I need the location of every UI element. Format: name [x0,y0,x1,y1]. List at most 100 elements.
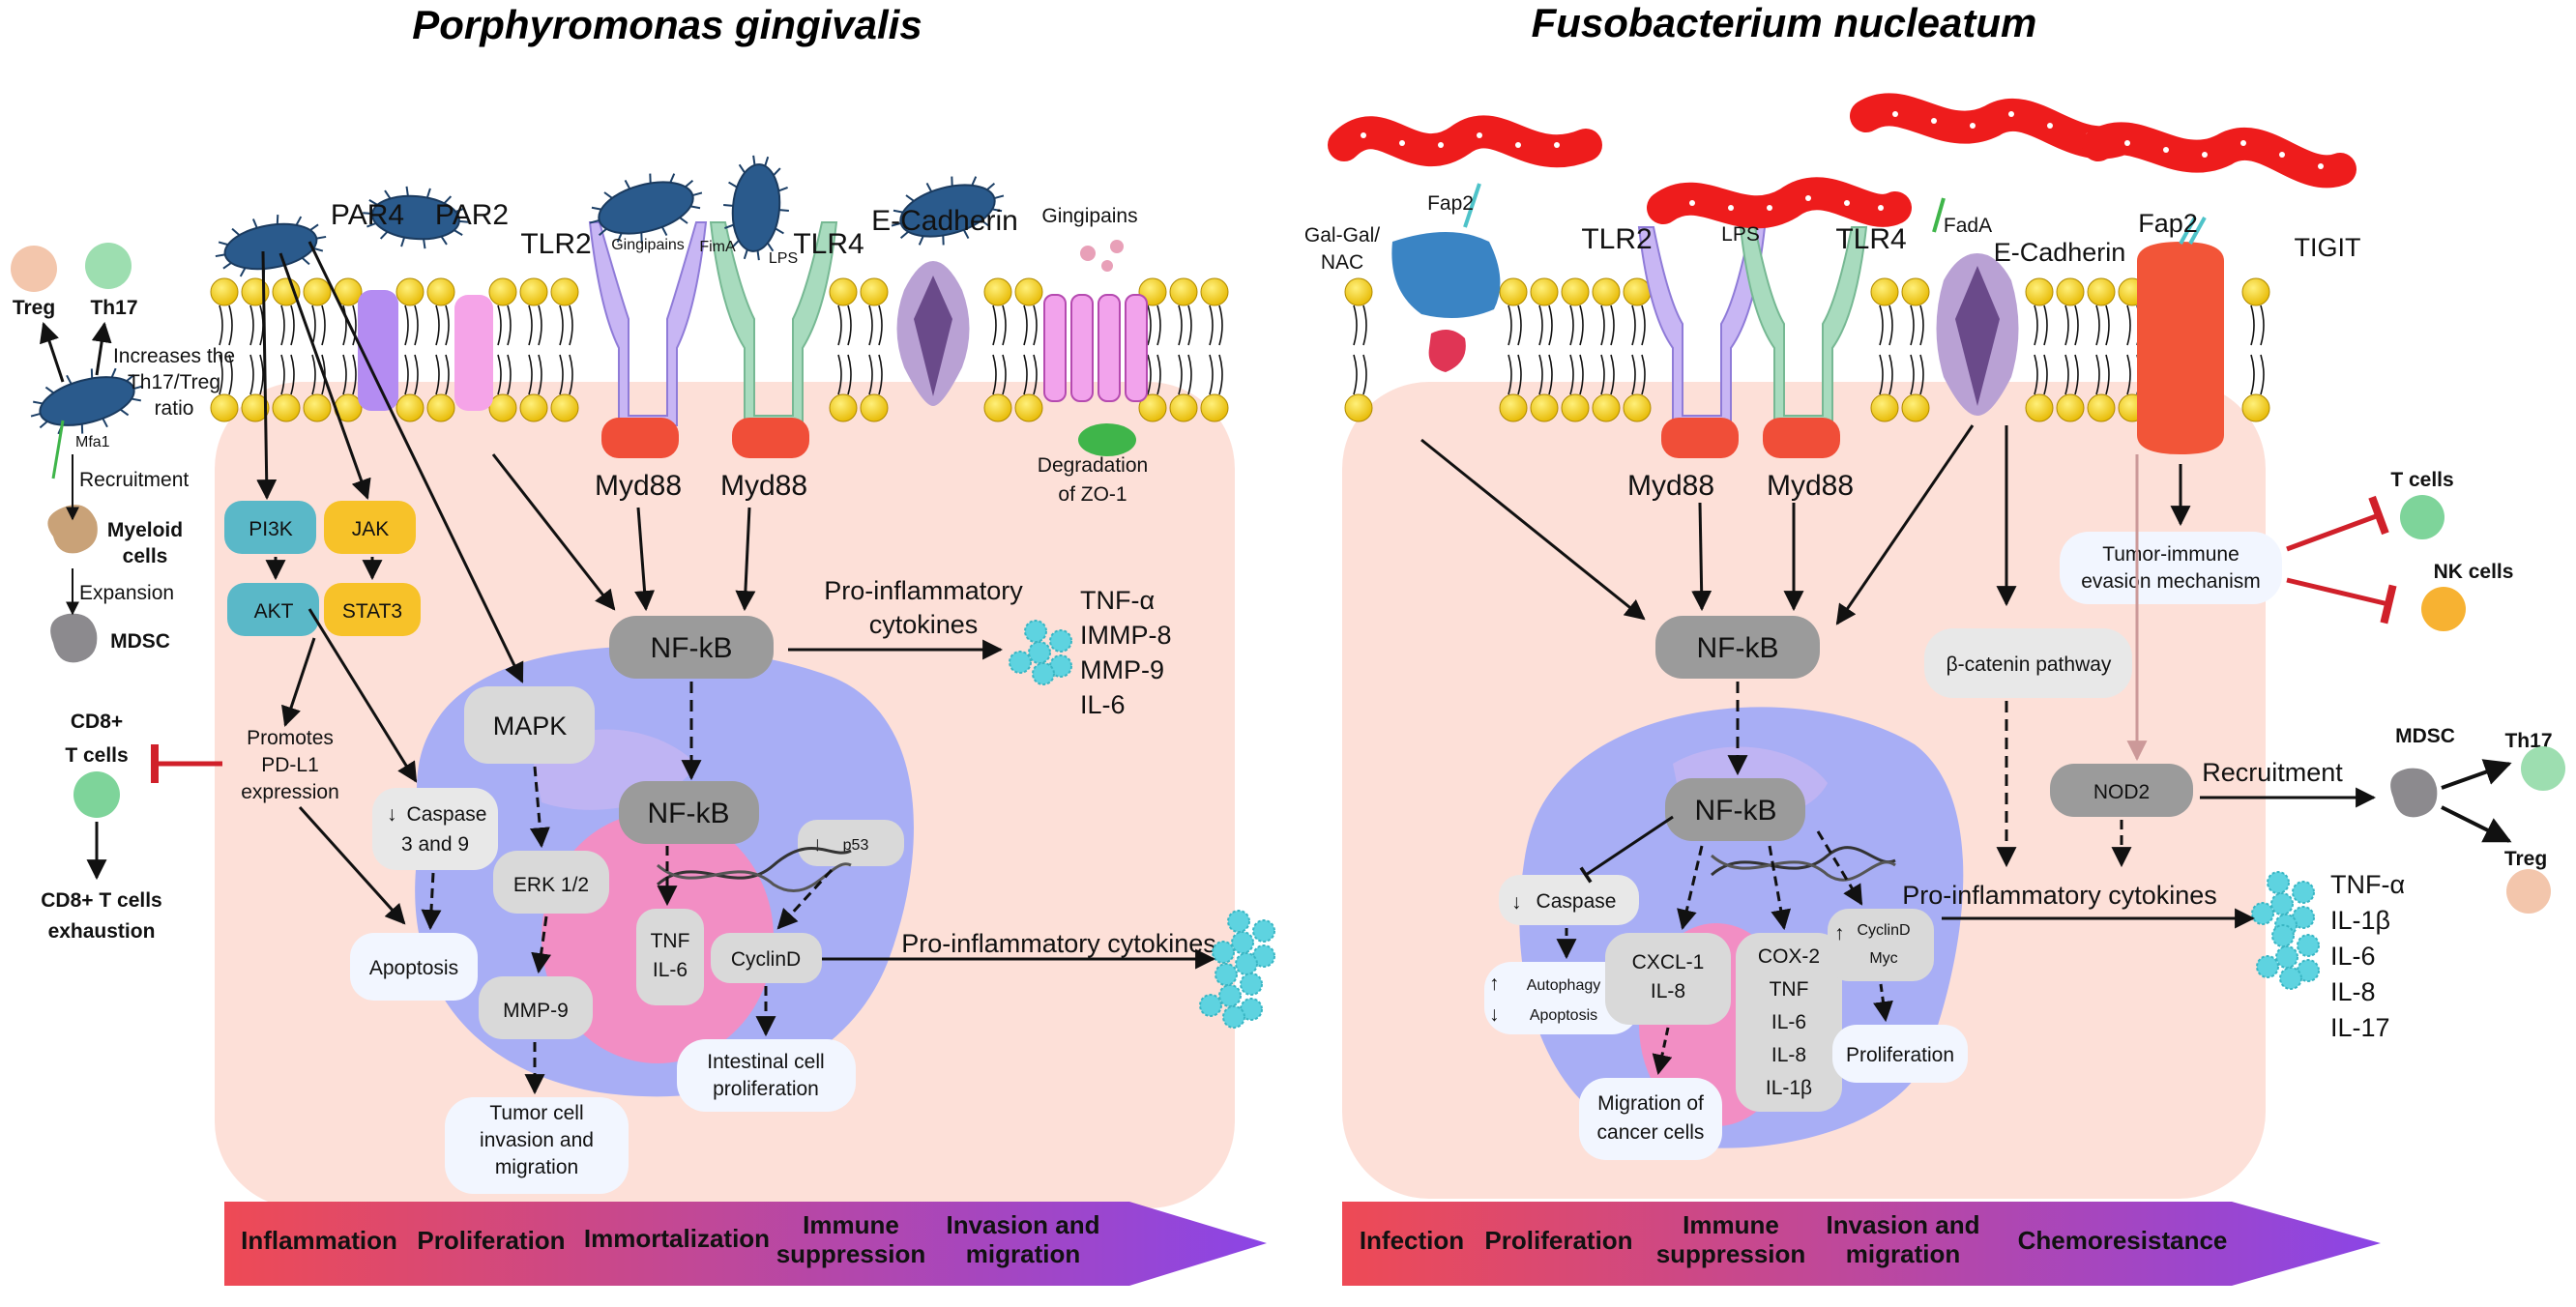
lipid-tail [1579,305,1584,346]
lipid-tail [342,305,347,346]
lipid-tail [1641,354,1646,395]
lipid-tail [992,354,997,395]
svg-text:Immortalization: Immortalization [584,1224,770,1253]
lipid-tail [1209,354,1214,395]
label-proinf-top-2: cytokines [869,610,979,639]
label-recruitment-pg: Recruitment [79,469,189,491]
stat3-box [324,583,421,636]
label-tcells: T cells [2390,469,2453,491]
cytokine-icon [2292,881,2315,904]
label-proinf-top-1: Pro-inflammatory [824,576,1023,605]
lipid-tail [1548,354,1553,395]
label-cd8-1: CD8+ [71,711,123,733]
label-tlr4-fn: TLR4 [1835,223,1906,255]
mdsc-cell-icon-fn [2390,768,2438,818]
svg-text:Chemoresistance: Chemoresistance [2018,1226,2228,1255]
erk-box [493,851,609,914]
label-tlr2-fn: TLR2 [1581,223,1652,255]
lipid-tail [259,354,264,395]
tigit-receptor [2137,242,2224,454]
lipid-head [395,393,424,422]
lipid-tail [352,354,357,395]
cytokine-fn-1: TNF-α [2330,870,2405,899]
pi3k-box [224,501,316,554]
cytokine-icon [2275,945,2298,969]
cytokine-icon [2297,934,2320,957]
dna-helix-fn [1711,846,1896,882]
svg-text:NF-kB: NF-kB [648,798,730,829]
svg-text:STAT3: STAT3 [342,600,402,623]
lipid-tail [1517,305,1522,346]
lipid-tail [1600,305,1605,346]
cytokine-icon [1032,662,1055,685]
treg-cell-icon-fn [2506,869,2551,914]
label-myeloid-2: cells [123,545,168,567]
svg-text:IL-1β: IL-1β [1766,1077,1812,1099]
cytokine-icon [2279,967,2302,990]
migration-box [1579,1078,1722,1160]
nfkb-box-fn-2 [1665,778,1805,841]
cytokine-icon [2256,955,2279,978]
lipid-tail [1631,305,1636,346]
lipid-tail [1362,354,1367,395]
pg-bacterium-icon [589,173,703,243]
lipid-tail [1610,305,1615,346]
svg-text:CXCL-1: CXCL-1 [1632,951,1705,973]
lipid-head [1138,393,1167,422]
lipid-tail [321,305,326,346]
lipid-head [1499,393,1528,422]
label-ecadherin: E-Cadherin [871,205,1018,237]
mapk-box [464,686,595,764]
cyclind-box-fn [1828,909,1934,981]
lipid-head [2025,393,2054,422]
tlr2-receptor [588,221,708,458]
lipid-tail [1538,354,1543,395]
lipid-tail [352,305,357,346]
cytokine-icon [1231,931,1254,954]
lipid-head [2087,393,2116,422]
down-arrow-caspase-fn: ↓ [1511,891,1522,914]
cytokine-icon [1222,1005,1245,1029]
cytokine-icon [2271,924,2295,947]
cytokine-icon [1240,973,1263,996]
tumor-invasion-box [445,1097,629,1194]
svg-text:suppression: suppression [776,1239,926,1268]
p53-box [798,820,904,866]
svg-text:cancer cells: cancer cells [1597,1121,1705,1144]
lipid-tail [290,354,295,395]
lipid-tail [1879,354,1884,395]
lipid-tail [559,305,564,346]
nkcell-inhibit-arrow [2286,577,2397,624]
svg-text:MAPK: MAPK [493,712,568,741]
lipid-head [519,393,548,422]
cytokine-pg-3: MMP-9 [1080,655,1164,684]
lipid-tail [878,305,883,346]
tumor-immune-box [2060,532,2282,604]
svg-text:Infection: Infection [1360,1226,1464,1255]
lipid-tail [528,305,533,346]
svg-text:Caspase: Caspase [1537,890,1617,913]
mfa1-stick [51,420,65,479]
label-degradation: Degradation [1038,454,1148,477]
cxcl-box [1605,933,1731,1025]
lipid-head [1561,393,1590,422]
svg-text:MMP-9: MMP-9 [503,1000,569,1022]
tcell-inhibit-arrow [2286,495,2389,552]
cytokine-fn-3: IL-6 [2330,942,2376,971]
label-lps-fn: LPS [1721,223,1760,246]
lipid-tail [1353,354,1358,395]
lipid-tail [1888,305,1893,346]
svg-text:p53: p53 [843,837,869,854]
lipid-tail [219,354,223,395]
lipid-tail [992,305,997,346]
ecadherin-receptor-fn [1936,253,2019,416]
svg-text:PI3K: PI3K [249,518,293,540]
lipid-tail [280,305,285,346]
lipid-tail [404,354,409,395]
lipid-tail [228,354,233,395]
lipid-tail [837,354,842,395]
svg-text:NOD2: NOD2 [2093,781,2150,803]
svg-text:ERK 1/2: ERK 1/2 [513,874,589,896]
lipid-tail [445,305,450,346]
label-expansion: Expansion [79,582,174,604]
